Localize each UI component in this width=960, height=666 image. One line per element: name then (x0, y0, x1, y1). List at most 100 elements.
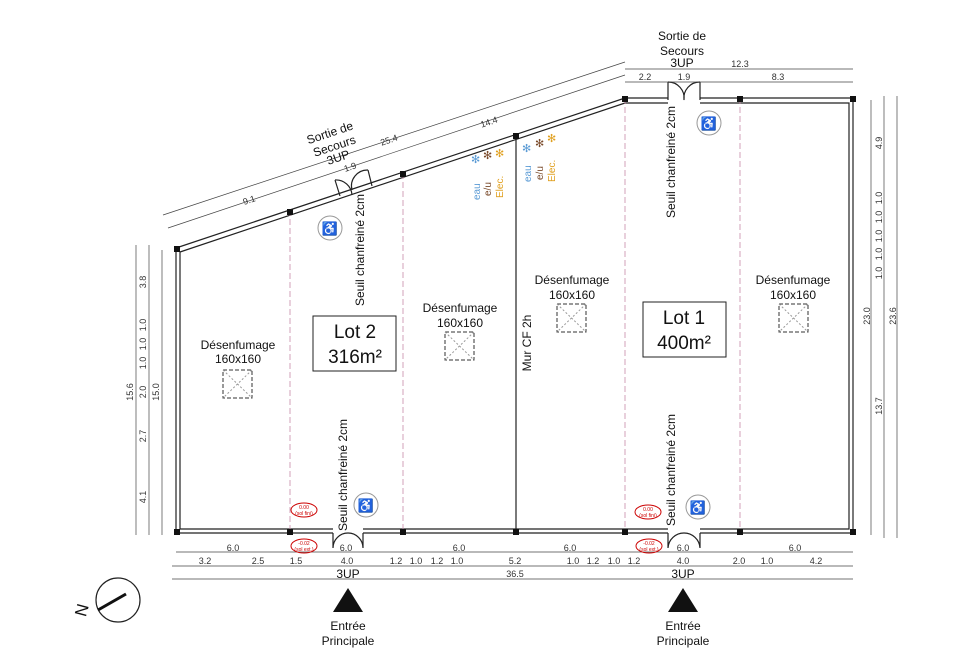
svg-text:1.0: 1.0 (410, 556, 423, 566)
svg-text:15.6: 15.6 (125, 383, 135, 401)
svg-text:2.7: 2.7 (138, 430, 148, 443)
right-dimensions: 23.0 4.9 1.0 1.0 1.0 1.0 1.0 13.7 23.6 (862, 96, 898, 538)
svg-text:1.0: 1.0 (138, 357, 148, 370)
svg-text:4.9: 4.9 (874, 137, 884, 150)
svg-text:1.0: 1.0 (608, 556, 621, 566)
utility-connections-lot1: eau e/u Elec. ✻ ✻ ✻ (522, 133, 558, 182)
diagonal-dimensions: 9.1 1.9 25.4 14.4 (162, 61, 626, 229)
svg-text:Entrée: Entrée (665, 619, 701, 633)
svg-text:1.5: 1.5 (290, 556, 303, 566)
emergency-exit-door-top[interactable] (667, 81, 701, 105)
lot-2-label[interactable]: Lot 2 316m² (312, 315, 397, 372)
utility-connections-lot2: eau e/u Elec. ✻ ✻ ✻ (471, 148, 506, 200)
grid-lines (289, 98, 741, 533)
building-walls (175, 97, 854, 534)
svg-text:1.0: 1.0 (761, 556, 774, 566)
svg-text:Désenfumage: Désenfumage (756, 273, 831, 287)
svg-text:9.1: 9.1 (242, 193, 257, 206)
svg-text:1.2: 1.2 (431, 556, 444, 566)
svg-text:Elec.: Elec. (495, 176, 506, 198)
svg-text:13.7: 13.7 (874, 397, 884, 415)
svg-text:160x160: 160x160 (770, 288, 816, 302)
svg-text:1.0: 1.0 (138, 338, 148, 351)
svg-text:♿: ♿ (358, 498, 374, 513)
svg-text:1.2: 1.2 (628, 556, 641, 566)
svg-text:(sol fini): (sol fini) (639, 513, 657, 519)
svg-text:1.2: 1.2 (587, 556, 600, 566)
threshold-label: Seuil chanfreiné 2cm (336, 419, 350, 531)
svg-text:1.0: 1.0 (138, 319, 148, 332)
firewall-label: Mur CF 2h (520, 315, 534, 372)
svg-text:316m²: 316m² (328, 347, 382, 368)
north-arrow-icon: N (71, 577, 141, 623)
svg-text:3UP: 3UP (336, 567, 359, 581)
svg-text:4.0: 4.0 (677, 556, 690, 566)
wheelchair-icon: ♿ (685, 494, 711, 520)
svg-text:Sortie de: Sortie de (658, 29, 706, 43)
svg-text:2.2: 2.2 (639, 72, 652, 82)
svg-text:Lot 2: Lot 2 (334, 322, 376, 343)
svg-text:1.0: 1.0 (567, 556, 580, 566)
svg-text:Désenfumage: Désenfumage (201, 338, 276, 352)
svg-text:4.0: 4.0 (341, 556, 354, 566)
svg-text:2.0: 2.0 (138, 386, 148, 399)
svg-text:2.0: 2.0 (733, 556, 746, 566)
svg-text:♿: ♿ (701, 116, 717, 131)
svg-text:1.9: 1.9 (343, 160, 358, 173)
svg-text:15.0: 15.0 (151, 383, 161, 401)
svg-text:1.9: 1.9 (678, 72, 691, 82)
svg-text:3UP: 3UP (670, 56, 693, 70)
svg-text:1.2: 1.2 (390, 556, 403, 566)
svg-text:-0.02: -0.02 (643, 541, 655, 547)
svg-text:Elec.: Elec. (547, 160, 558, 182)
svg-text:-0.02: -0.02 (298, 541, 310, 547)
threshold-label: Seuil chanfreiné 2cm (664, 106, 678, 218)
svg-text:6.0: 6.0 (340, 543, 353, 553)
svg-text:Lot 1: Lot 1 (663, 308, 705, 329)
svg-text:160x160: 160x160 (215, 352, 261, 366)
svg-text:Désenfumage: Désenfumage (423, 301, 498, 315)
svg-text:1.0: 1.0 (874, 248, 884, 261)
svg-text:6.0: 6.0 (453, 543, 466, 553)
level-marker-exterior-lot2: -0.02(sol ext.) (290, 538, 318, 554)
svg-text:Principale: Principale (322, 634, 375, 648)
sewage-icon: ✻ (535, 138, 544, 150)
svg-text:(sol fini): (sol fini) (295, 511, 313, 517)
entrance-arrow-icon (668, 588, 698, 612)
svg-text:6.0: 6.0 (789, 543, 802, 553)
entrance-door-lot1[interactable] (667, 527, 701, 549)
wheelchair-icon: ♿ (696, 110, 722, 136)
svg-text:e/u: e/u (483, 182, 494, 196)
svg-text:14.4: 14.4 (479, 115, 499, 130)
svg-text:3UP: 3UP (671, 567, 694, 581)
svg-text:eau: eau (523, 165, 534, 182)
svg-text:1.0: 1.0 (874, 230, 884, 243)
level-marker-interior-lot1: 0.00(sol fini) (634, 504, 662, 520)
svg-text:4.1: 4.1 (138, 491, 148, 504)
svg-text:♿: ♿ (322, 221, 338, 236)
columns (174, 96, 856, 535)
svg-text:1.0: 1.0 (874, 267, 884, 280)
svg-text:160x160: 160x160 (437, 316, 483, 330)
wheelchair-icon: ♿ (317, 215, 343, 241)
svg-text:160x160: 160x160 (549, 288, 595, 302)
svg-text:4.2: 4.2 (810, 556, 823, 566)
svg-text:3.2: 3.2 (199, 556, 212, 566)
entrance-door-lot2[interactable] (332, 527, 364, 549)
emergency-exit-door-diagonal[interactable] (334, 169, 373, 197)
svg-text:(sol ext.): (sol ext.) (294, 547, 314, 553)
svg-text:1.0: 1.0 (874, 211, 884, 224)
svg-text:36.5: 36.5 (506, 569, 524, 579)
level-marker-interior-lot2: 0.00(sol fini) (290, 502, 318, 518)
svg-text:(sol ext.): (sol ext.) (639, 547, 659, 553)
emergency-exit-label-top: Sortie de Secours 3UP (658, 29, 706, 70)
svg-text:23.6: 23.6 (888, 307, 898, 325)
svg-text:8.3: 8.3 (772, 72, 785, 82)
north-label: N (71, 602, 93, 619)
svg-text:3.8: 3.8 (138, 276, 148, 289)
